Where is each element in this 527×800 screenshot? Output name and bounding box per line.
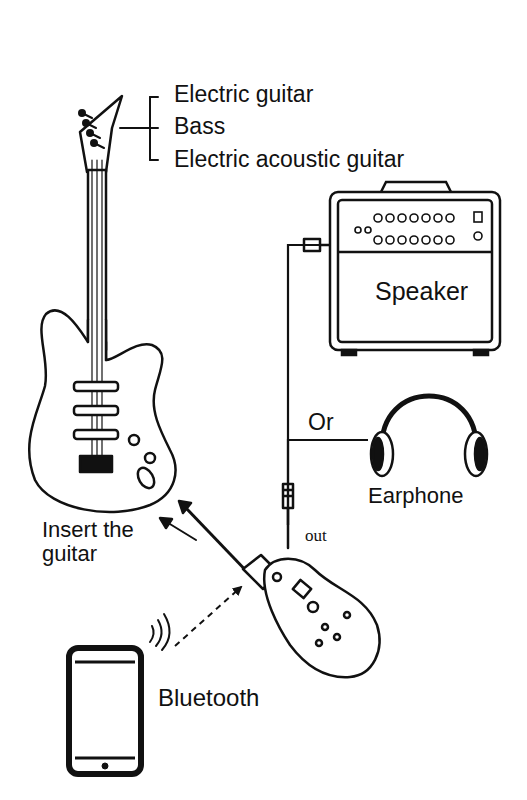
edge-label: Or — [308, 410, 334, 435]
node-text: Bluetooth — [158, 685, 259, 711]
wireless-transmitter-outline — [255, 525, 385, 685]
node-text: out — [305, 527, 327, 546]
audio-cable — [288, 440, 368, 525]
node-text: Speaker — [375, 278, 468, 306]
speaker-amp-outline — [328, 186, 502, 354]
bridge — [80, 456, 112, 472]
node-text: Earphone — [368, 484, 463, 508]
pickup — [74, 430, 118, 439]
instrument-label: Bass — [174, 114, 225, 139]
bluetooth-link — [175, 587, 241, 646]
guitar-strings — [92, 160, 102, 462]
instrument-label: Electric guitar — [174, 82, 313, 107]
earphone: Earphone — [368, 388, 494, 510]
insert-instruction: Insert the guitar — [42, 518, 162, 566]
pickup — [74, 382, 118, 391]
wireless-transmitter: out — [255, 525, 385, 685]
tuning-pegs — [79, 110, 104, 148]
insert-arrow — [160, 518, 196, 540]
knob — [129, 435, 139, 445]
knob — [145, 453, 155, 463]
speaker-amp: Speaker — [328, 186, 502, 354]
audio-cable — [288, 245, 328, 525]
pickup — [74, 406, 118, 415]
wireless-waves — [150, 614, 170, 650]
instrument-label: Electric acoustic guitar — [174, 147, 404, 172]
smartphone: Bluetooth — [65, 640, 245, 780]
label-bracket — [120, 97, 158, 160]
output-jack — [134, 465, 157, 491]
headstock — [80, 96, 122, 172]
